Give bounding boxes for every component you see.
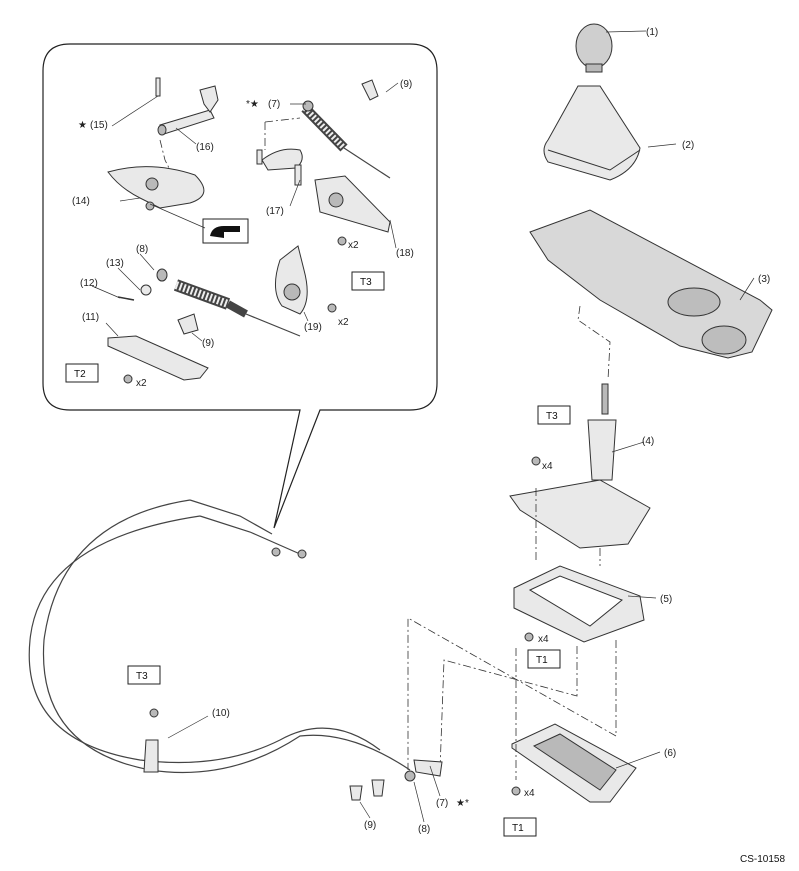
shift-boot-2 — [543, 85, 641, 181]
label-2: (2) — [682, 140, 694, 151]
cable-inset — [173, 279, 301, 337]
console-3 — [529, 209, 773, 359]
label-13: (13) — [106, 258, 124, 269]
label-10: (10) — [212, 708, 230, 719]
svg-text:T3: T3 — [136, 671, 148, 682]
bolt-18 — [337, 236, 347, 246]
label-9-top: (9) — [400, 79, 412, 90]
bushing-8-inset — [156, 268, 168, 282]
label-14: (14) — [72, 196, 90, 207]
svg-text:T3: T3 — [546, 411, 558, 422]
bolt-4 — [531, 456, 541, 466]
housing-5 — [513, 565, 645, 643]
label-4: (4) — [642, 436, 654, 447]
washer-13 — [140, 284, 152, 296]
svg-text:T1: T1 — [536, 655, 548, 666]
label-11: (11) — [82, 312, 99, 323]
label-16: (16) — [196, 142, 214, 153]
qty-19: x2 — [338, 317, 349, 328]
inset-callout-bubble — [42, 43, 438, 529]
star-symbol-7-inset: *★ — [246, 99, 259, 110]
svg-text:T3: T3 — [360, 277, 372, 288]
bracket-14 — [107, 166, 205, 211]
label-7-main: (7) — [436, 798, 448, 809]
qty-4: x4 — [542, 461, 553, 472]
bolt-19 — [327, 303, 337, 313]
label-6: (6) — [664, 748, 676, 759]
label-9-main: (9) — [364, 820, 376, 831]
svg-text:T1: T1 — [512, 823, 524, 834]
bolt-10 — [149, 708, 159, 718]
label-5: (5) — [660, 594, 672, 605]
torque-box-t3-cable: T3 — [127, 665, 161, 685]
cable-end-7-main — [413, 759, 443, 777]
torque-box-t3-console: T3 — [537, 405, 571, 425]
label-18: (18) — [396, 248, 414, 259]
cable-assembly-10 — [28, 499, 411, 774]
label-9-inset: (9) — [202, 338, 214, 349]
qty-5: x4 — [538, 634, 549, 645]
qty-18: x2 — [348, 240, 359, 251]
bolt-t2 — [123, 374, 133, 384]
torque-box-t1-plate: T1 — [503, 817, 537, 837]
qty-t2: x2 — [136, 378, 147, 389]
label-3: (3) — [758, 274, 770, 285]
bushing-8-main — [404, 770, 416, 782]
label-8-main: (8) — [418, 824, 430, 835]
diagram-code: CS-10158 — [740, 854, 785, 865]
label-17: (17) — [266, 206, 284, 217]
clip-9-inset — [177, 313, 199, 335]
svg-text:T2: T2 — [74, 369, 86, 380]
torque-box-t3-inset: T3 — [351, 271, 385, 291]
pin-15 — [155, 77, 161, 97]
qty-6: x4 — [524, 788, 535, 799]
torque-box-t1-housing: T1 — [527, 649, 561, 669]
torque-box-t2: T2 — [65, 363, 99, 383]
label-8-inset: (8) — [136, 244, 148, 255]
cable-end-7-inset — [301, 100, 391, 179]
label-1: (1) — [646, 27, 658, 38]
bracket-18 — [314, 175, 391, 233]
label-7-inset: (7) — [268, 99, 280, 110]
grease-icon — [202, 218, 249, 244]
shaft-16 — [157, 85, 219, 136]
bolt-6 — [511, 786, 521, 796]
clip-9-main — [349, 779, 385, 801]
label-12: (12) — [80, 278, 98, 289]
clip-9-top — [361, 79, 379, 101]
bracket-19 — [275, 245, 308, 315]
star-symbol-7-main: ★* — [456, 798, 469, 809]
plate-6 — [511, 723, 637, 803]
label-15: (15) — [90, 120, 108, 131]
plate-11 — [107, 335, 209, 381]
shift-knob-1 — [575, 23, 613, 73]
lever-17 — [256, 148, 303, 186]
shift-lever-4 — [509, 383, 651, 549]
label-19: (19) — [304, 322, 322, 333]
star-symbol-15: ★ — [78, 120, 87, 131]
pin-12 — [117, 296, 135, 301]
bolt-5 — [524, 632, 534, 642]
